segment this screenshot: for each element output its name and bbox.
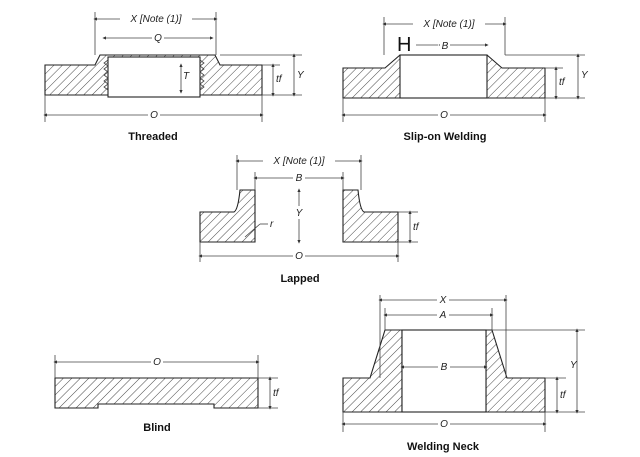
lapped-flange-section <box>199 189 256 243</box>
weldneck-o-label: O <box>440 419 448 430</box>
threaded-tf-label: tf <box>276 74 283 85</box>
weldneck-x-label: X <box>439 295 447 306</box>
blind-flange: O tf Blind <box>53 355 280 434</box>
slipon-b-label: B <box>442 41 449 52</box>
slipon-h-label: H <box>397 34 411 56</box>
threaded-x-label: X [Note (1)] <box>129 14 181 25</box>
threaded-y-label: Y <box>297 70 305 81</box>
threaded-flange: X [Note (1)] Q T tf Y O Threaded <box>43 12 305 143</box>
slipon-x-label: X [Note (1)] <box>422 19 474 30</box>
blind-flange-section <box>54 377 259 409</box>
slipon-caption: Slip-on Welding <box>404 131 487 143</box>
blind-o-label: O <box>153 357 161 368</box>
thread-teeth-right <box>199 59 205 91</box>
lapped-flange: r X [Note (1)] B Y tf O Lapped <box>198 154 420 285</box>
lapped-caption: Lapped <box>280 273 319 285</box>
threaded-caption: Threaded <box>128 131 178 143</box>
weldneck-caption: Welding Neck <box>407 441 480 453</box>
slipon-o-label: O <box>440 110 448 121</box>
lapped-o-label: O <box>295 251 303 262</box>
weldneck-b-label: B <box>441 362 448 373</box>
slipon-tf-label: tf <box>559 77 566 88</box>
lapped-r-leader <box>244 223 261 238</box>
threaded-t-label: T <box>183 71 190 82</box>
lapped-y-label: Y <box>296 208 304 219</box>
threaded-o-label: O <box>150 110 158 121</box>
weldneck-flange: X A B Y tf O Welding Neck <box>341 293 585 453</box>
lapped-x-label: X [Note (1)] <box>272 156 324 167</box>
slipon-flange: X [Note (1)] H B tf Y O Slip-on Welding <box>341 17 589 143</box>
lapped-flange-section-right <box>342 189 399 243</box>
threaded-bore <box>107 56 201 98</box>
weldneck-flange-section <box>342 329 403 413</box>
weldneck-tf-label: tf <box>560 390 567 401</box>
blind-tf-label: tf <box>273 388 280 399</box>
blind-caption: Blind <box>143 422 171 434</box>
weldneck-flange-section-right <box>485 329 546 413</box>
slipon-bore <box>399 54 488 99</box>
thread-teeth-left <box>103 59 109 91</box>
lapped-tf-label: tf <box>413 222 420 233</box>
slipon-y-label: Y <box>581 70 589 81</box>
weldneck-a-label: A <box>439 310 447 321</box>
weldneck-y-label: Y <box>570 360 578 371</box>
threaded-q-label: Q <box>154 33 162 44</box>
lapped-b-label: B <box>296 173 303 184</box>
lapped-r-label: r <box>270 219 274 230</box>
